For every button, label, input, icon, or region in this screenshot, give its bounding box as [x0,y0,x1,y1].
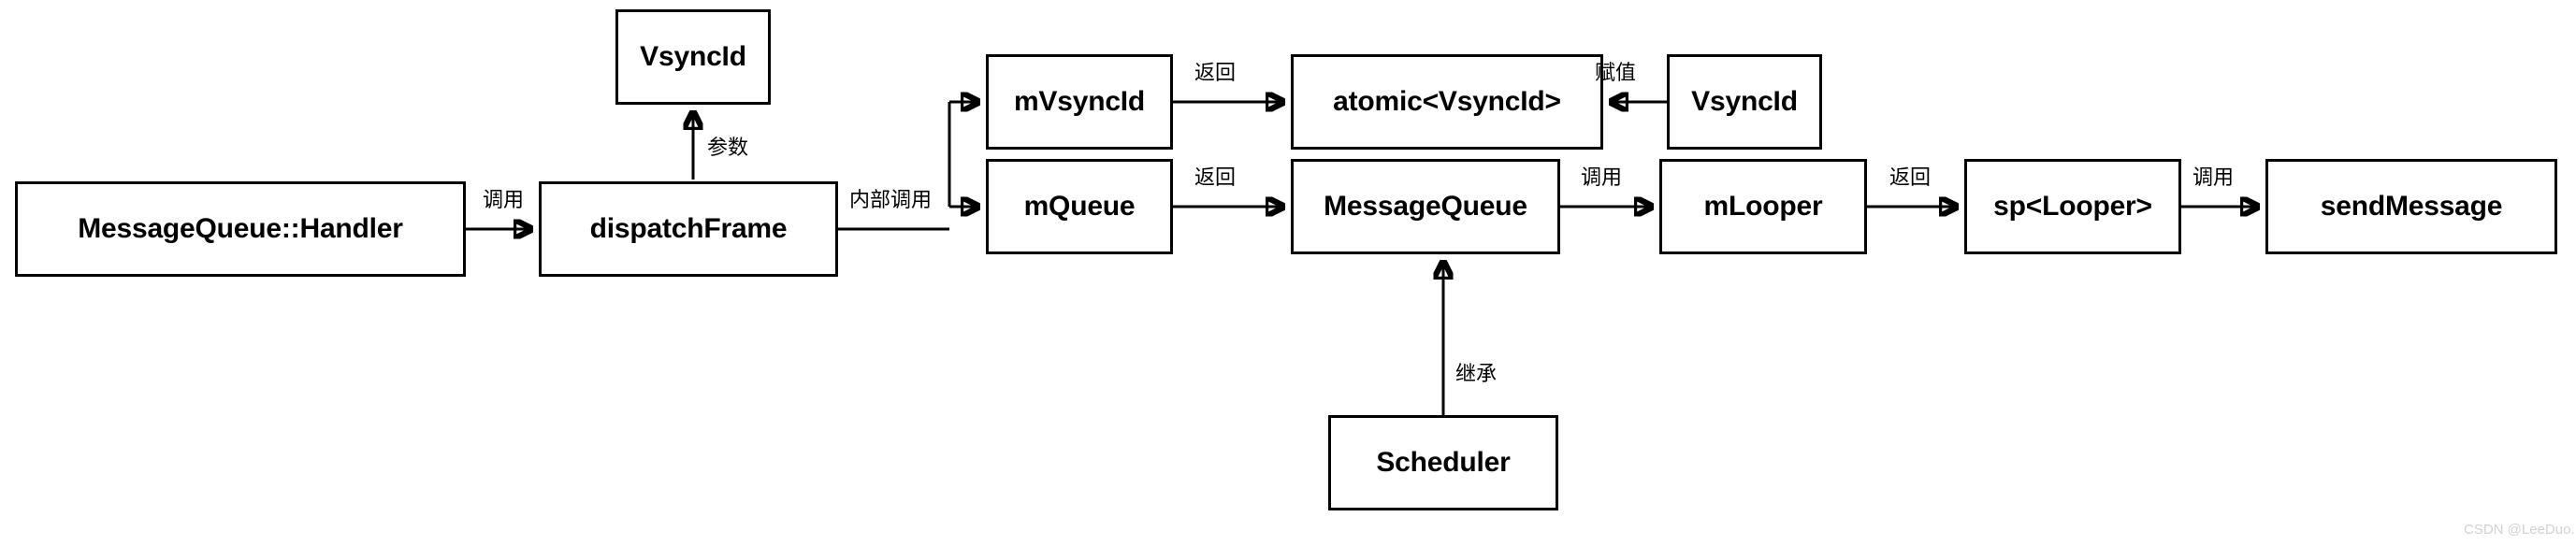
node-mqueue[interactable]: mQueue [986,159,1173,254]
node-label: sp<Looper> [1993,191,2152,222]
node-dispatchframe[interactable]: dispatchFrame [539,181,838,277]
node-messagequeue[interactable]: MessageQueue [1291,159,1560,254]
node-label: MessageQueue [1324,191,1527,222]
edge-label-mlooper-to-splooper: 返回 [1889,166,1932,190]
node-label: mVsyncId [1013,86,1146,117]
node-sp-looper[interactable]: sp<Looper> [1964,159,2181,254]
node-label: atomic<VsyncId> [1333,86,1561,117]
node-mvsyncid[interactable]: mVsyncId [986,54,1173,150]
node-label: Scheduler [1376,447,1511,478]
edge-label-dispatchframe-branch: 内部调用 [849,189,933,212]
edge-label-handler-to-dispatchframe: 调用 [483,189,525,212]
node-label: sendMessage [2320,191,2503,222]
node-messagequeue-handler[interactable]: MessageQueue::Handler [15,181,466,277]
edge-label-messagequeue-to-mlooper: 调用 [1581,166,1623,190]
edge-label-mvsyncid-to-atomic: 返回 [1194,62,1237,85]
watermark: CSDN @LeeDuo. [2464,522,2575,538]
node-sendmessage[interactable]: sendMessage [2265,159,2557,254]
node-scheduler[interactable]: Scheduler [1328,415,1558,510]
node-vsyncid-right[interactable]: VsyncId [1667,54,1822,150]
edge-label-mqueue-to-messagequeue: 返回 [1194,166,1237,190]
node-label: MessageQueue::Handler [78,213,403,244]
node-label: dispatchFrame [589,213,788,244]
node-vsyncid-top[interactable]: VsyncId [615,9,771,105]
edge-label-splooper-to-sendmessage: 调用 [2192,166,2235,190]
edge-label-vsyncid-to-atomic: 赋值 [1595,62,1637,85]
node-atomic-vsyncid[interactable]: atomic<VsyncId> [1291,54,1603,150]
edge-label-scheduler-to-messagequeue: 继承 [1455,363,1498,386]
node-label: mQueue [1023,191,1136,222]
node-label: VsyncId [1691,86,1798,117]
node-label: mLooper [1703,191,1823,222]
edge-label-dispatchframe-to-vsyncid: 参数 [707,136,749,160]
node-mlooper[interactable]: mLooper [1659,159,1867,254]
node-label: VsyncId [640,41,746,72]
